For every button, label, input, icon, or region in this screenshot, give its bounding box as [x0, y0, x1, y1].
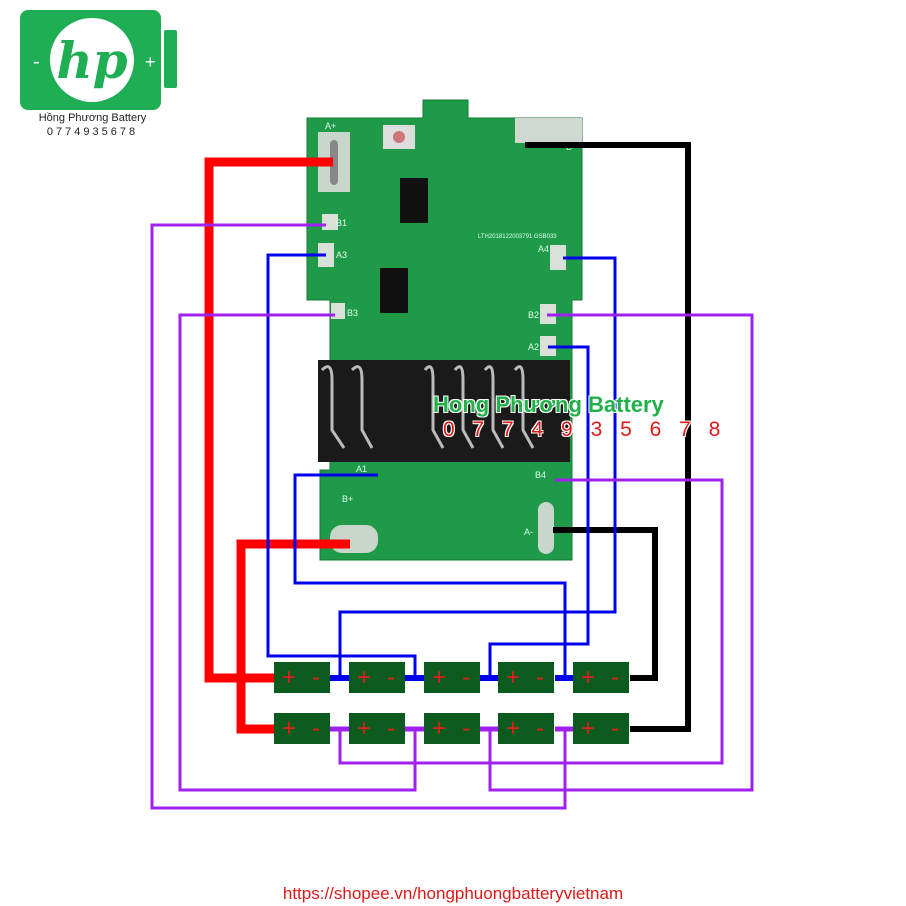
wire-b1	[150, 223, 567, 810]
cell-plus-sign: +	[357, 715, 371, 742]
battery-cell: +-	[349, 713, 405, 744]
battery-cell: +-	[424, 713, 480, 744]
pad-label-a1: A1	[356, 464, 367, 474]
wire-black-a-minus	[553, 527, 658, 681]
pad-label-b-plus: B+	[342, 494, 353, 504]
pad-label-a4: A4	[538, 244, 549, 254]
pad-label-a2: A2	[528, 342, 539, 352]
wire-a3	[266, 253, 417, 678]
wire-a1	[293, 473, 567, 678]
wire-a4	[338, 256, 617, 678]
cell-plus-sign: +	[282, 664, 296, 691]
pad-label-a3: A3	[336, 250, 347, 260]
battery-cell: +-	[274, 713, 330, 744]
cell-minus-sign: -	[536, 715, 544, 742]
battery-cell: +-	[573, 662, 629, 693]
battery-cell: +-	[274, 662, 330, 693]
cell-body	[349, 713, 405, 744]
pad-label-b1: B1	[336, 218, 347, 228]
wire-b2	[488, 313, 754, 792]
connector-terminals-icon	[320, 365, 535, 449]
logo-plus: +	[145, 52, 156, 72]
cell-minus-sign: -	[387, 664, 395, 691]
pad-label-a-minus: A-	[524, 527, 533, 537]
cell-body	[573, 662, 629, 693]
bms-board: A+ B- B1 A3 B3 A4 B2 A2 A1 B4 B+ A- LTH2…	[306, 99, 583, 561]
cell-body	[274, 713, 330, 744]
board-marking: LTH2018122003791 GSB033	[478, 234, 557, 240]
battery-cell: +-	[498, 713, 554, 744]
cell-body	[573, 713, 629, 744]
watermark-phone: 0 7 7 4 9 3 5 6 7 8	[443, 418, 727, 441]
svg-text:hp: hp	[56, 31, 127, 90]
cell-minus-sign: -	[387, 715, 395, 742]
wire-black-b-minus	[525, 142, 691, 732]
logo-company-name: Hồng Phương Battery	[38, 112, 147, 124]
cell-plus-sign: +	[282, 715, 296, 742]
cell-minus-sign: -	[462, 664, 470, 691]
watermark-name: Hong Phương Battery	[433, 392, 664, 417]
cell-plus-sign: +	[432, 664, 446, 691]
cell-minus-sign: -	[462, 715, 470, 742]
logo-phone: 0774935678	[46, 126, 139, 138]
logo-battery-icon: hp - +	[20, 10, 177, 110]
wires	[150, 142, 754, 810]
cell-minus-sign: -	[312, 664, 320, 691]
cell-body	[498, 662, 554, 693]
cell-plus-sign: +	[506, 664, 520, 691]
battery-cells: +-+-+-+-+-+-+-+-+-+-	[274, 662, 629, 744]
cell-body	[349, 662, 405, 693]
cell-minus-sign: -	[611, 664, 619, 691]
wire-b4	[338, 478, 724, 765]
cell-body	[274, 662, 330, 693]
cell-minus-sign: -	[611, 715, 619, 742]
battery-cell: +-	[573, 713, 629, 744]
cell-minus-sign: -	[536, 664, 544, 691]
battery-cell: +-	[498, 662, 554, 693]
cell-plus-sign: +	[506, 715, 520, 742]
cell-minus-sign: -	[312, 715, 320, 742]
pad-label-b2: B2	[528, 310, 539, 320]
cell-body	[424, 662, 480, 693]
pad-label-b3: B3	[347, 308, 358, 318]
cell-body	[498, 713, 554, 744]
pad-label-a-plus: A+	[325, 121, 336, 131]
cell-plus-sign: +	[581, 664, 595, 691]
cell-body	[424, 713, 480, 744]
battery-cell: +-	[424, 662, 480, 693]
battery-cell: +-	[349, 662, 405, 693]
wire-b3	[178, 313, 417, 792]
logo-minus: -	[33, 51, 40, 73]
cell-plus-sign: +	[432, 715, 446, 742]
shop-url-link[interactable]: https://shopee.vn/hongphuongbatteryvietn…	[282, 884, 624, 903]
cell-plus-sign: +	[581, 715, 595, 742]
cell-plus-sign: +	[357, 664, 371, 691]
pad-label-b4: B4	[535, 470, 546, 480]
wire-a2	[488, 345, 590, 678]
